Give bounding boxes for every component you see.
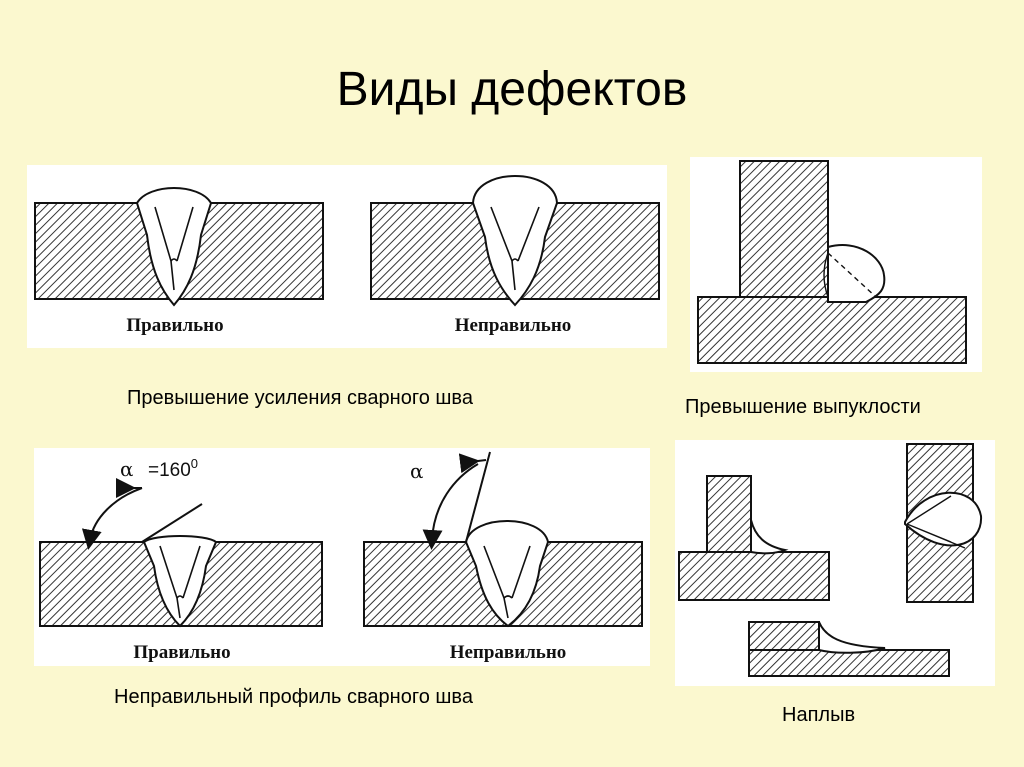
correct-weld-joint <box>34 187 324 307</box>
caption-convexity: Превышение выпуклости <box>685 396 921 418</box>
incorrect-profile-joint <box>363 451 643 628</box>
caption-reinforcement: Превышение усиления сварного шва <box>127 387 473 409</box>
overlap-lap-joint <box>748 621 950 677</box>
angle-value-label: =1600 <box>148 456 198 481</box>
angle-alpha-left: α <box>120 457 134 481</box>
overlap-diagram-panel <box>675 440 995 686</box>
profile-diagram-panel: α =1600 Правильно α Неправильно <box>34 448 650 666</box>
correct-profile-joint <box>39 478 323 628</box>
incorrect-weld-joint <box>370 175 660 307</box>
slide-title: Виды дефектов <box>336 63 688 116</box>
correct-label: Правильно <box>133 642 230 663</box>
incorrect-label: Неправильно <box>450 642 567 663</box>
convexity-diagram-panel <box>690 157 982 372</box>
overlap-tee-joint <box>678 475 830 601</box>
correct-label: Правильно <box>126 315 223 336</box>
incorrect-label: Неправильно <box>455 315 572 336</box>
fillet-weld-convex <box>697 160 967 364</box>
overlap-vertical-joint <box>904 443 983 603</box>
reinforcement-diagram-panel: Правильно Неправильно <box>27 165 667 348</box>
caption-overlap: Наплыв <box>782 704 856 726</box>
caption-profile: Неправильный профиль сварного шва <box>114 686 473 708</box>
angle-alpha-right: α <box>410 459 424 483</box>
